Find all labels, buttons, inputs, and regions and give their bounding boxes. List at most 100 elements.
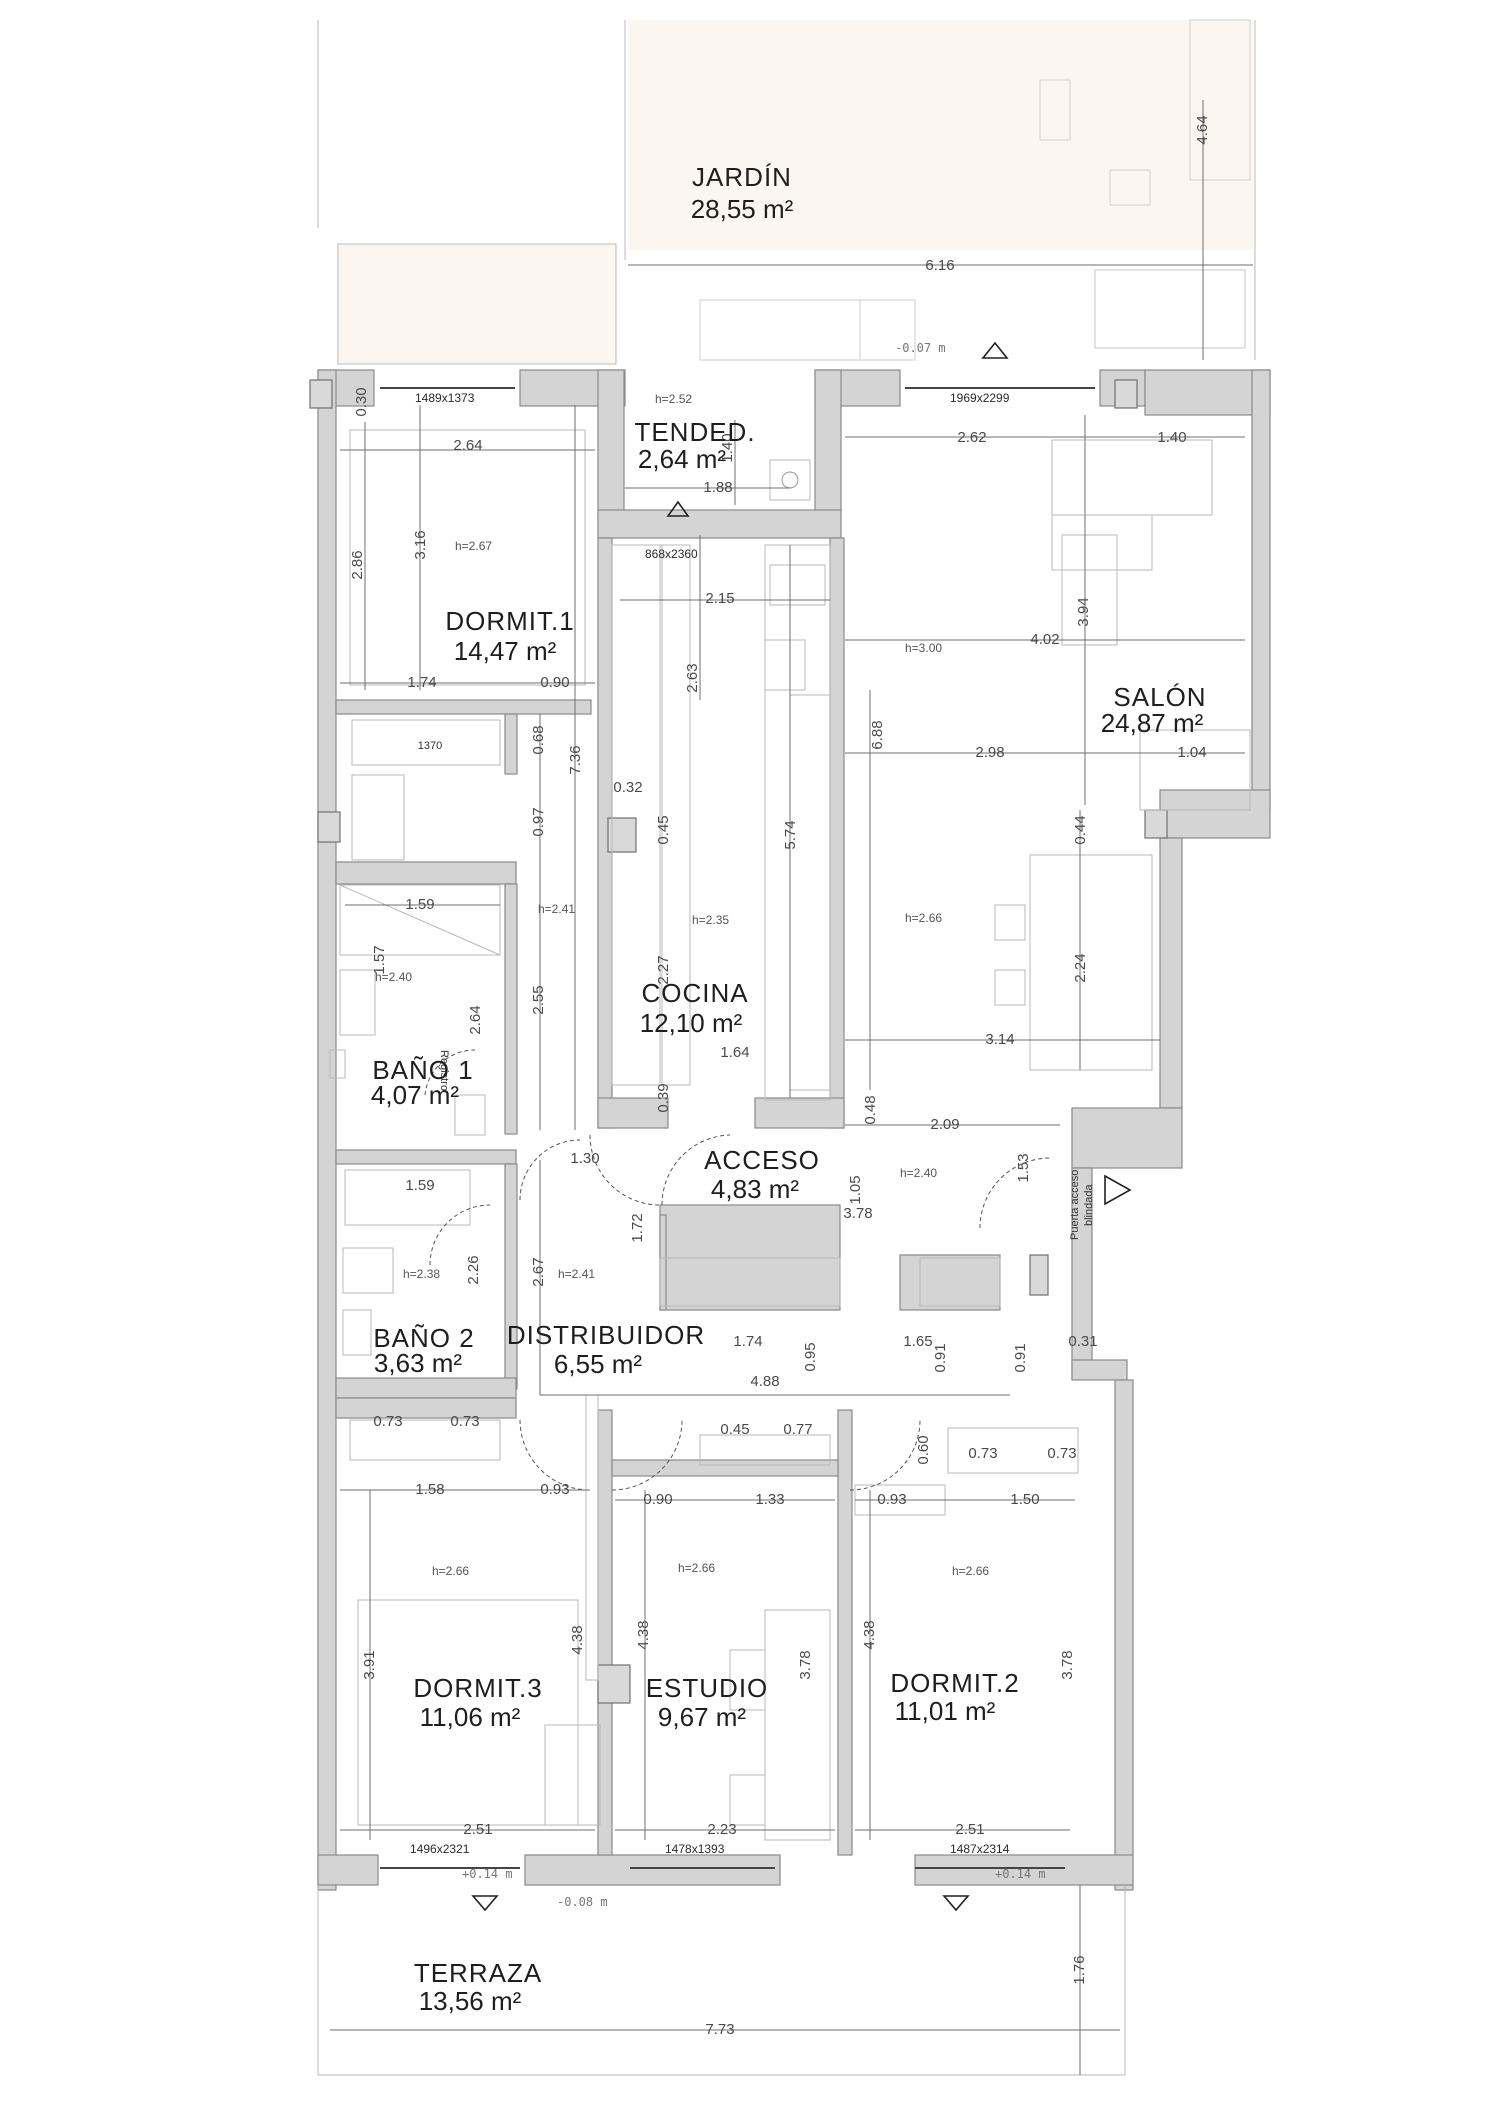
height-corridor: h=2.41	[538, 902, 575, 916]
dim-dist-a: 1.74	[733, 1333, 762, 1350]
dim-dist-v: 1.72	[629, 1213, 646, 1242]
dim-d2-a: 0.93	[877, 1491, 906, 1508]
dim-d2-v: 4.38	[861, 1620, 878, 1649]
height-distribuidor: h=2.41	[558, 1267, 595, 1281]
dim-salon-j: 3.14	[985, 1031, 1014, 1048]
window-cocina: 868x2360	[645, 547, 698, 561]
dim-tended-h: 1.40	[719, 433, 736, 462]
height-bano2: h=2.38	[403, 1267, 440, 1281]
dim-wd-g: 0.73	[1047, 1445, 1076, 1462]
dim-d2-v2: 3.78	[1059, 1650, 1076, 1679]
dim-jardin-depth: 4.64	[1194, 115, 1211, 144]
dim-d3-v: 3.91	[361, 1650, 378, 1679]
room-name-estudio: ESTUDIO	[646, 1673, 769, 1703]
dim-d1-bottom-a: 1.74	[407, 674, 436, 691]
dim-cocina-v2: 5.74	[782, 820, 799, 849]
room-area-bano2: 3,63 m²	[374, 1348, 462, 1378]
dim-acc-w2: 3.78	[843, 1205, 872, 1222]
registro-label: Registro	[438, 1050, 450, 1091]
entrance-arrow-icon	[1104, 1174, 1132, 1206]
room-area-terraza: 13,56 m²	[419, 1986, 522, 2016]
room-name-bano2: BAÑO 2	[373, 1323, 474, 1353]
level-terr-mid: -0.08 m	[557, 1895, 608, 1909]
room-area-estudio: 9,67 m²	[658, 1702, 746, 1732]
dim-dist-b: 1.65	[903, 1333, 932, 1350]
dim-salon-e: 6.88	[869, 720, 886, 749]
room-name-jardin: JARDÍN	[692, 162, 792, 192]
puerta-label-2: blindada	[1083, 1184, 1095, 1226]
dim-wd-c: 0.45	[720, 1421, 749, 1438]
dimension-labels: 0.30 2.64 2.86 3.16 1.74 0.90 1.40 1.88 …	[349, 387, 1207, 2038]
dim-cocina-bottom: 1.64	[720, 1044, 749, 1061]
dim-d3-a: 1.58	[415, 1481, 444, 1498]
room-name-dormit1: DORMIT.1	[445, 606, 574, 636]
dim-jardin-width: 6.16	[925, 257, 954, 274]
level-down-icon	[942, 1895, 970, 1912]
dim-d2-b: 1.50	[1010, 1491, 1039, 1508]
dim-bano1-v: 1.57	[371, 945, 388, 974]
room-labels: JARDÍN 28,55 m² TENDED. 2,64 m² DORMIT.1…	[371, 162, 1206, 2016]
dim-acc-v: 1.05	[847, 1175, 864, 1204]
room-area-tended: 2,64 m²	[638, 444, 726, 474]
dim-d3-v2: 4.38	[569, 1625, 586, 1654]
dim-salon-b: 1.40	[1157, 429, 1186, 446]
room-name-cocina: COCINA	[641, 978, 748, 1008]
window-estudio: 1478x1393	[665, 1842, 725, 1856]
room-name-terraza: TERRAZA	[414, 1958, 542, 1988]
dim-salon-h: 0.44	[1072, 815, 1089, 844]
height-estudio: h=2.66	[678, 1561, 715, 1575]
doors	[424, 1049, 1051, 1491]
window-d2: 1487x2314	[950, 1842, 1010, 1856]
dim-bano1-v2: 2.64	[467, 1005, 484, 1034]
room-name-dormit3: DORMIT.3	[413, 1673, 542, 1703]
dim-salon-k: 0.48	[862, 1095, 879, 1124]
room-name-tended: TENDED.	[634, 417, 755, 447]
dim-d1-width: 2.64	[453, 437, 482, 454]
room-area-bano1: 4,07 m²	[371, 1080, 459, 1110]
room-area-cocina: 12,10 m²	[640, 1008, 743, 1038]
dim-d1-h1: 2.86	[349, 550, 366, 579]
dim-closet-h: 0.68	[530, 725, 547, 754]
dim-dist-f: 0.31	[1068, 1333, 1097, 1350]
closet-width: 1370	[418, 740, 442, 752]
dim-d2-bottom: 2.51	[955, 1821, 984, 1838]
level-terr-left: +0.14 m	[462, 1867, 513, 1881]
window-d1: 1489x1373	[415, 391, 475, 405]
dim-cocina-gap2: 0.45	[655, 815, 672, 844]
dim-cocina-v3: 2.27	[655, 955, 672, 984]
dim-wd-f: 0.73	[968, 1445, 997, 1462]
height-dormit2: h=2.66	[952, 1564, 989, 1578]
dim-d1-top-offset: 0.30	[353, 387, 370, 416]
level-up-icon	[666, 500, 690, 517]
height-labels: h=2.52 h=2.67 h=3.00 h=2.66 h=2.41 h=2.3…	[375, 392, 989, 1578]
dim-cocina-gap1: 0.32	[613, 779, 642, 796]
room-area-dormit3: 11,06 m²	[420, 1702, 521, 1732]
dim-salon-g: 1.04	[1177, 744, 1206, 761]
dim-terr-v: 1.76	[1071, 1955, 1088, 1984]
dim-cocina-top: 2.15	[705, 590, 734, 607]
dim-salon-i: 2.24	[1072, 953, 1089, 982]
height-salon-1: h=3.00	[905, 641, 942, 655]
dim-salon-f: 2.98	[975, 744, 1004, 761]
window-labels: 1489x1373 1969x2299 868x2360 1496x2321 1…	[380, 387, 1095, 1869]
dim-wd-a: 0.73	[373, 1413, 402, 1430]
room-name-distribuidor: DISTRIBUIDOR	[507, 1320, 705, 1350]
level-markers: +0.14 m +0.14 m -0.08 m Puerta acceso bl…	[438, 500, 1132, 1912]
dim-d3-b: 0.93	[540, 1481, 569, 1498]
height-dormit1: h=2.67	[455, 539, 492, 553]
dim-bano1-w: 1.59	[405, 896, 434, 913]
dim-cocina-v4: 0.39	[655, 1083, 672, 1112]
level-marker-icon	[981, 341, 1009, 359]
dim-es-v: 4.38	[635, 1620, 652, 1649]
dim-d3-bottom: 2.51	[463, 1821, 492, 1838]
dim-dist-e: 0.91	[1012, 1343, 1029, 1372]
dim-wd-e: 0.60	[915, 1435, 932, 1464]
dim-bano2-w: 1.59	[405, 1177, 434, 1194]
dim-es-b: 1.33	[755, 1491, 784, 1508]
dim-cocina-v1: 2.63	[684, 663, 701, 692]
dim-salon-l: 2.09	[930, 1116, 959, 1133]
dim-es-a: 0.90	[643, 1491, 672, 1508]
dim-terr-w: 7.73	[705, 2021, 734, 2038]
dim-acc-v2: 1.53	[1015, 1153, 1032, 1182]
